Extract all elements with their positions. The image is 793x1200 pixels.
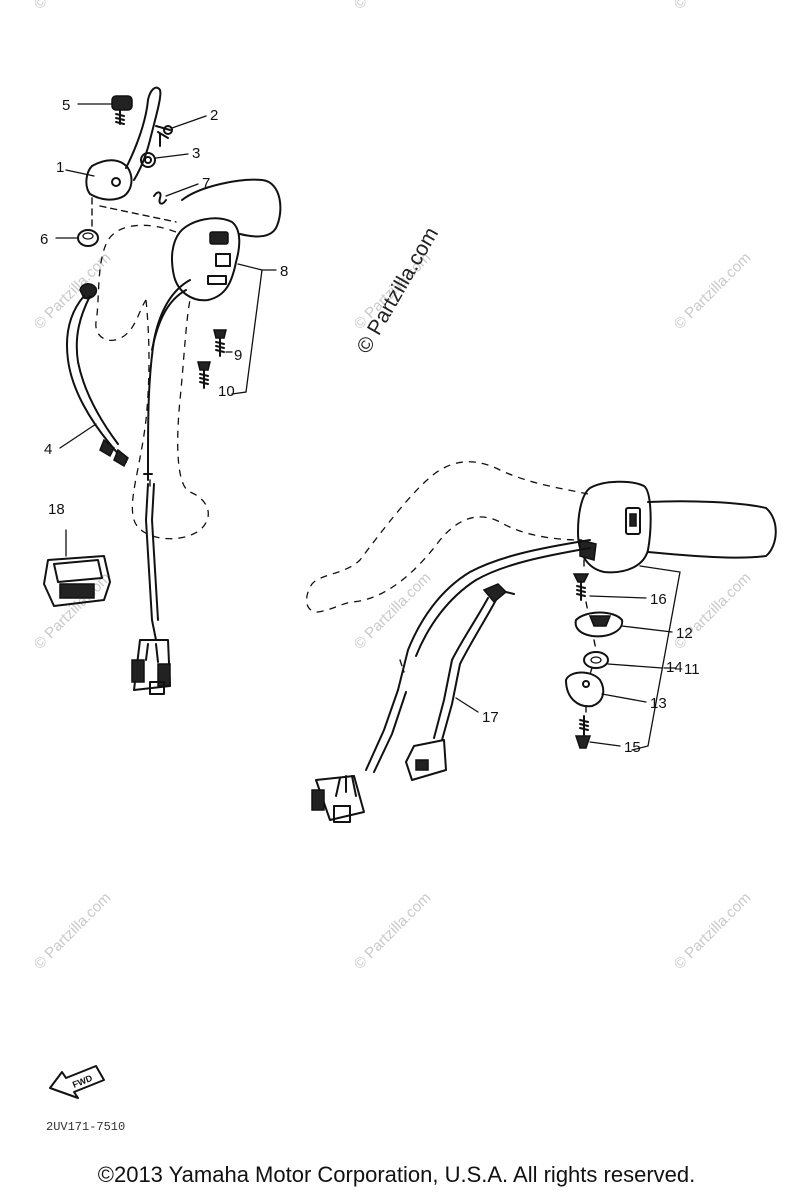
part-12-housing [574, 611, 624, 638]
callout-6: 6 [40, 231, 48, 248]
lever-pivot [111, 177, 121, 187]
callout-4: 4 [44, 441, 52, 458]
callout-9: 9 [234, 347, 242, 364]
part-13-lower-housing [565, 671, 605, 708]
forward-arrow-icon: FWD [49, 1065, 105, 1099]
part-10-screw [197, 361, 211, 389]
callout-3: 3 [192, 145, 200, 162]
watermark-tile: © Partzilla.com [671, 889, 754, 972]
right-grip-outline [647, 500, 777, 559]
left-handlebar-phantom [95, 224, 177, 341]
copyright-notice: ©2013 Yamaha Motor Corporation, U.S.A. A… [97, 1162, 696, 1187]
leader-lines [55, 103, 673, 747]
left-handlebar-assembly [43, 86, 282, 695]
part-8-left-switch [171, 217, 241, 302]
lever-bracket [85, 159, 133, 201]
part-2-bolt [155, 125, 173, 147]
diagram-code: 2UV171-7510 [46, 1120, 125, 1134]
callout-1: 1 [56, 159, 64, 176]
callout-18: 18 [48, 501, 65, 518]
part-11-right-switch [577, 480, 652, 574]
left-switch-harness [131, 279, 191, 695]
callout-7: 7 [202, 175, 210, 192]
callout-10: 10 [218, 383, 235, 400]
callout-2: 2 [210, 107, 218, 124]
watermark-tile: © Partzilla.com [671, 249, 754, 332]
watermark-tile: © Partzilla.com [351, 569, 434, 652]
part-7-spring [153, 191, 167, 205]
watermark-main: © Partzilla.com [352, 223, 443, 357]
part-9-screw [213, 329, 227, 357]
callout-12: 12 [676, 625, 693, 642]
watermark-tile: © Partzilla.com [671, 0, 754, 13]
watermark-tile: © Partzilla.com [31, 249, 114, 332]
watermark-tile: © Partzilla.com [351, 0, 434, 13]
part-3-nut [140, 152, 156, 168]
callout-5: 5 [62, 97, 70, 114]
part-15-screw [574, 715, 592, 749]
callout-14: 14 [666, 659, 683, 676]
left-grip-outline [181, 178, 282, 238]
part-5-cap [111, 95, 133, 125]
callout-16: 16 [650, 591, 667, 608]
right-handlebar-phantom [306, 461, 589, 613]
watermark-tile: © Partzilla.com [351, 889, 434, 972]
callout-15: 15 [624, 739, 641, 756]
callout-17: 17 [482, 709, 499, 726]
left-handlebar-phantom-lower [131, 299, 209, 540]
part-18-relay [43, 529, 111, 607]
part-16-screw [572, 573, 590, 601]
callout-labels: 5 2 3 1 7 6 8 9 10 4 18 16 12 14 11 13 1… [40, 97, 700, 756]
part-14-washer [583, 651, 609, 669]
watermark-tile: © Partzilla.com [31, 889, 114, 972]
callout-8: 8 [280, 263, 288, 280]
right-switch-harness [311, 539, 591, 823]
callout-11: 11 [684, 661, 700, 678]
watermark-tile: © Partzilla.com [31, 569, 114, 652]
watermark-tile: © Partzilla.com [31, 0, 114, 13]
callout-13: 13 [650, 695, 667, 712]
part-17-brake-switch-lead [405, 583, 515, 781]
right-handlebar-assembly [306, 461, 777, 823]
part-4-clutch-switch [66, 283, 129, 468]
